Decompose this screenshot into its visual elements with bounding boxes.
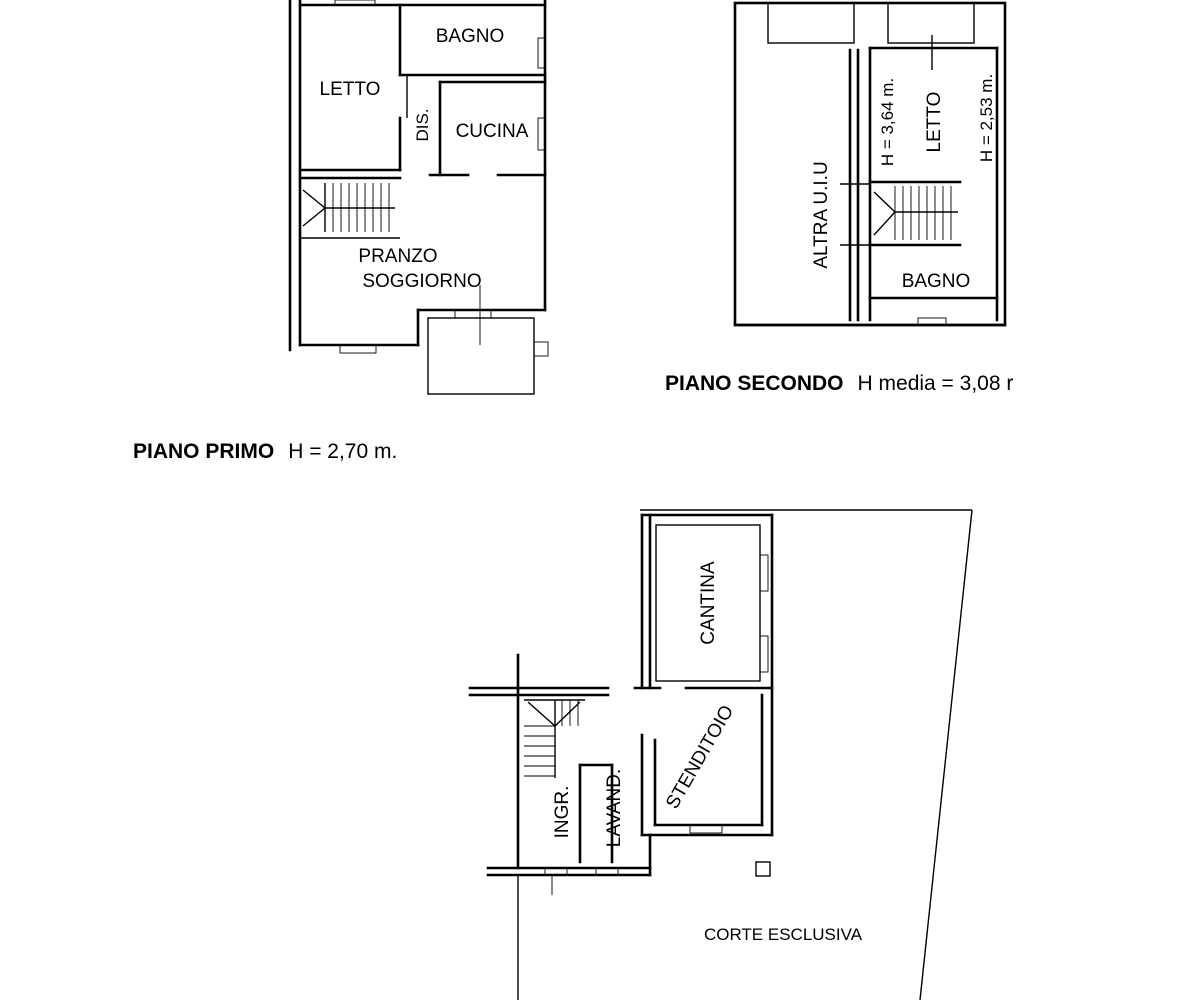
caption-piano-primo-name: PIANO PRIMO — [133, 440, 274, 463]
first-floor-stair — [302, 183, 395, 232]
room-label-pranzo: PRANZO — [358, 246, 437, 267]
room-label-letto-1: LETTO — [320, 79, 381, 100]
room-label-altra-uiu: ALTRA U.I.U — [811, 161, 832, 268]
second-floor-plan: ALTRA U.I.U H = 3,64 m. LETTO H = 2,53 m… — [733, 1, 1007, 327]
room-label-cantina: CANTINA — [698, 561, 719, 645]
room-label-soggiorno: SOGGIORNO — [362, 271, 481, 292]
ground-floor-stair — [524, 699, 585, 778]
room-label-lavand: LAVAND. — [604, 769, 625, 848]
caption-piano-primo-height: H = 2,70 m. — [288, 440, 397, 463]
room-label-cucina: CUCINA — [456, 121, 529, 142]
room-height-label-2: H = 2,53 m. — [977, 74, 996, 162]
room-label-letto-2: LETTO — [924, 92, 945, 153]
room-label-bagno-1: BAGNO — [436, 26, 505, 47]
caption-piano-primo: PIANO PRIMO H = 2,70 m. — [133, 440, 397, 463]
caption-piano-secondo: PIANO SECONDO H media = 3,08 r — [665, 372, 1013, 395]
room-label-ingr: INGR. — [552, 786, 573, 839]
room-label-corte-esclusiva: CORTE ESCLUSIVA — [704, 925, 863, 944]
room-label-bagno-2: BAGNO — [902, 271, 971, 292]
room-label-dis: DIS. — [413, 108, 432, 141]
ground-floor-plan: CANTINA STENDITOIO INGR. LAVAND. CORTE E… — [468, 509, 973, 1000]
caption-piano-secondo-name: PIANO SECONDO — [665, 372, 844, 395]
room-height-label-1: H = 3,64 m. — [878, 78, 897, 166]
first-floor-plan: LETTO BAGNO DIS. CUCINA PRANZO SOGGIORNO — [288, 0, 549, 395]
second-floor-stair — [873, 186, 958, 240]
room-label-stenditoio: STENDITOIO — [662, 702, 738, 813]
caption-piano-secondo-height: H media = 3,08 r — [858, 372, 1014, 395]
